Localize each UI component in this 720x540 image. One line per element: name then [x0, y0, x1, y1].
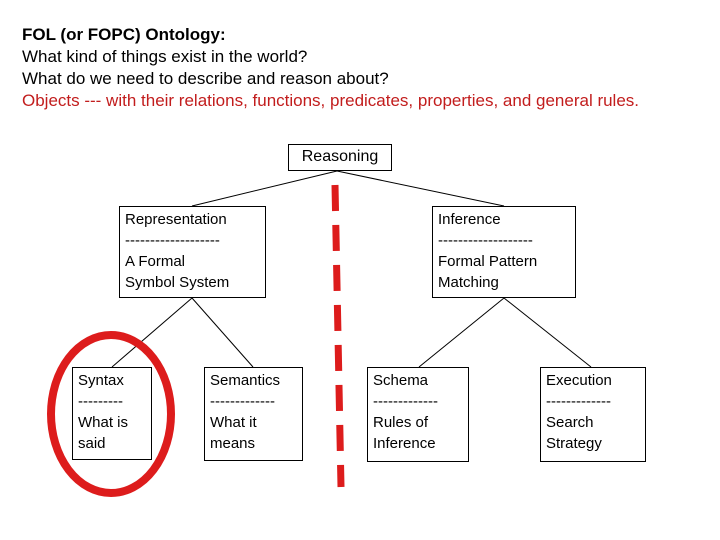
node-desc-line: Strategy	[546, 435, 602, 452]
node-syntax: Syntax --------- What is said	[72, 367, 152, 460]
node-reasoning: Reasoning	[288, 144, 392, 171]
node-separator: -------------------	[125, 232, 220, 249]
connector-inference-execution	[503, 297, 592, 368]
node-desc-line: Symbol System	[125, 274, 230, 291]
node-desc-line: Search	[546, 414, 594, 431]
node-desc-line: What is	[78, 414, 129, 431]
node-separator: -------------	[373, 393, 438, 410]
connector-reasoning-representation	[191, 170, 338, 207]
node-separator: -------------	[546, 393, 611, 410]
node-reasoning-label: Reasoning	[301, 148, 379, 165]
connector-inference-schema	[418, 297, 505, 368]
node-desc-line: What it	[210, 414, 257, 431]
header-question-2: What do we need to describe and reason a…	[22, 69, 389, 88]
connector-representation-semantics	[191, 297, 254, 368]
divider-dashed-line	[331, 184, 345, 488]
node-execution: Execution ------------- Search Strategy	[540, 367, 646, 462]
node-separator: ---------	[78, 393, 123, 410]
node-desc-line: said	[78, 435, 106, 452]
node-title: Inference	[438, 211, 501, 228]
node-separator: -------------	[210, 393, 275, 410]
node-separator: -------------------	[438, 232, 533, 249]
node-title: Schema	[373, 372, 429, 389]
node-title: Execution	[546, 372, 612, 389]
node-inference: Inference ------------------- Formal Pat…	[432, 206, 576, 298]
header-question-1: What kind of things exist in the world?	[22, 47, 308, 66]
node-desc-line: Formal Pattern	[438, 253, 538, 270]
node-desc-line: A Formal	[125, 253, 186, 270]
node-title: Syntax	[78, 372, 124, 389]
header-objects-line: Objects --- with their relations, functi…	[22, 91, 640, 110]
node-desc-line: Inference	[373, 435, 436, 452]
header-text-block: FOL (or FOPC) Ontology: What kind of thi…	[22, 24, 639, 112]
node-desc-line: means	[210, 435, 256, 452]
node-representation: Representation ------------------- A For…	[119, 206, 266, 298]
node-schema: Schema ------------- Rules of Inference	[367, 367, 469, 462]
page-title: FOL (or FOPC) Ontology:	[22, 25, 226, 44]
connector-reasoning-inference	[336, 170, 505, 207]
node-desc-line: Rules of	[373, 414, 429, 431]
node-desc-line: Matching	[438, 274, 499, 291]
node-title: Representation	[125, 211, 227, 228]
node-semantics: Semantics ------------- What it means	[204, 367, 303, 461]
node-title: Semantics	[210, 372, 281, 389]
connector-representation-syntax	[111, 297, 193, 368]
